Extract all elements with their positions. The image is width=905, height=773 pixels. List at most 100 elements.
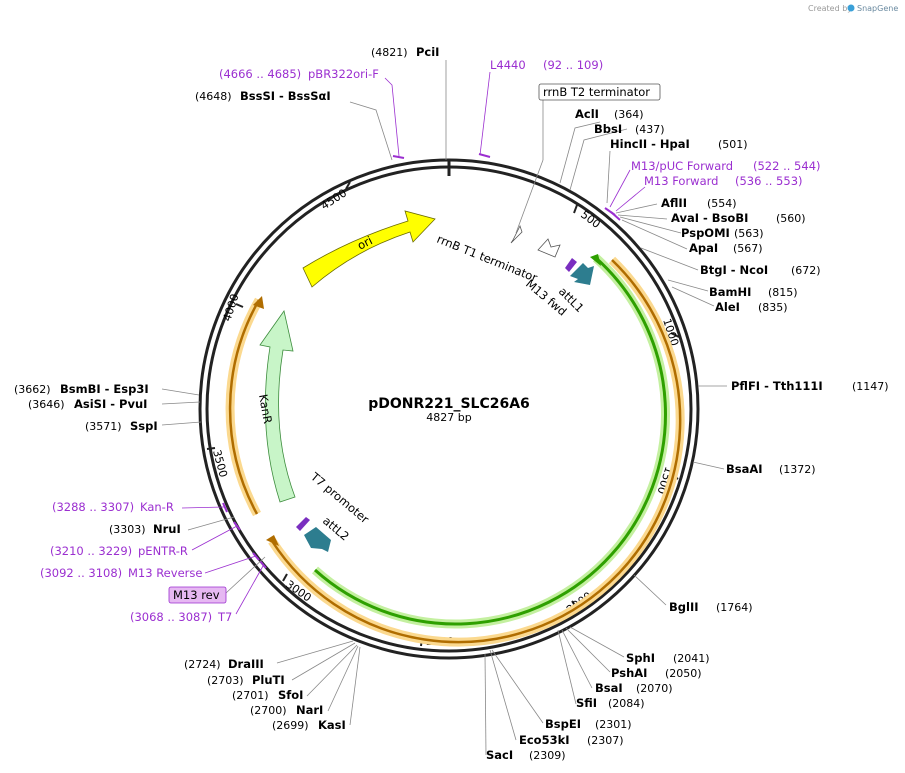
enzyme-draiii: DraIII — [228, 657, 264, 671]
rrnb-t1-feature — [537, 238, 561, 258]
enzyme-bbsi-pos: (437) — [635, 123, 665, 136]
enzyme-pluti-pos: (2703) — [207, 674, 244, 687]
tick-label-4000: 4000 — [220, 292, 241, 323]
enzyme-nari: NarI — [296, 703, 323, 717]
primer-kan-r-pos: (3288 .. 3307) — [52, 500, 134, 514]
attl1-feature — [570, 263, 594, 285]
enzyme-pluti: PluTI — [252, 673, 285, 687]
enzyme-pshai-pos: (2050) — [665, 667, 702, 680]
kanr-label: KanR — [256, 393, 275, 425]
enzyme-sphi-pos: (2041) — [673, 652, 710, 665]
left-arc-arrowhead-icon — [253, 296, 264, 309]
rrnb-t2-label: rrnB T2 terminator — [543, 85, 650, 99]
enzyme-bglii: BglII — [669, 600, 699, 614]
enzyme-saci-pos: (2309) — [529, 749, 566, 762]
primer-m13-reverse-pos: (3092 .. 3108) — [40, 566, 122, 580]
enzyme-pspomi: PspOMI — [681, 226, 730, 240]
enzyme-aflii-pos: (554) — [707, 197, 737, 210]
enzyme-bglii-pos: (1764) — [716, 601, 753, 614]
enzyme-sspi-pos: (3571) — [85, 420, 122, 433]
primer-pentr-r: pENTR-R — [138, 544, 188, 558]
enzyme-hincii: HincII - HpaI — [610, 137, 690, 151]
enzyme-pflfi: PflFI - Tth111I — [731, 379, 823, 393]
enzyme-eco53ki: Eco53kI — [519, 733, 570, 747]
enzyme-aflii: AflII — [661, 196, 687, 210]
enzyme-acli: AclI — [575, 107, 599, 121]
enzyme-bsssi: BssSI - BssSαI — [240, 89, 331, 103]
enzyme-btgi: BtgI - NcoI — [700, 263, 768, 277]
enzyme-pcii-pos: (4821) — [371, 46, 408, 59]
enzyme-bsaai-pos: (1372) — [779, 463, 816, 476]
outer-arc — [270, 259, 682, 644]
primer-m13-forward: M13 Forward — [644, 174, 718, 188]
enzyme-alei-pos: (835) — [758, 301, 788, 314]
enzyme-bamhi: BamHI — [709, 285, 751, 299]
enzyme-bsmbi: BsmBI - Esp3I — [60, 382, 149, 396]
enzyme-pflfi-pos: (1147) — [852, 380, 889, 393]
enzyme-hincii-pos: (501) — [718, 138, 748, 151]
credit-prefix: Created by — [808, 4, 852, 13]
enzyme-alei: AleI — [715, 300, 740, 314]
enzyme-sphi: SphI — [626, 651, 655, 665]
enzyme-callouts — [161, 60, 727, 756]
enzyme-bsai-pos: (2070) — [636, 682, 673, 695]
enzyme-nrui: NruI — [153, 522, 181, 536]
insert-orf — [313, 256, 667, 626]
primer-t7-pos: (3068 .. 3087) — [130, 610, 212, 624]
credit-brand: SnapGene — [857, 4, 898, 13]
kanr-feature — [259, 310, 296, 503]
ori-feature — [302, 210, 436, 288]
enzyme-btgi-pos: (672) — [791, 264, 821, 277]
enzyme-nari-pos: (2700) — [250, 704, 287, 717]
primer-callouts — [181, 71, 646, 615]
m13-rev-label: M13 rev — [173, 588, 220, 602]
m13-fwd-feature — [565, 258, 577, 272]
primer-l4440: L4440 — [490, 58, 526, 72]
left-arc — [228, 299, 261, 515]
enzyme-sfoi: SfoI — [278, 688, 303, 702]
enzyme-kasi: KasI — [318, 718, 346, 732]
enzyme-saci: SacI — [486, 748, 513, 762]
primer-marks — [222, 153, 621, 569]
enzyme-bsssi-pos: (4648) — [195, 90, 232, 103]
enzyme-bsaai: BsaAI — [726, 462, 763, 476]
insert-glow — [311, 254, 670, 629]
plasmid-length: 4827 bp — [426, 411, 471, 424]
enzyme-sspi: SspI — [130, 419, 158, 433]
tick-label-4500: 4500 — [319, 186, 350, 212]
enzyme-kasi-pos: (2699) — [272, 719, 309, 732]
rrnb-t2-label-box — [538, 83, 661, 101]
enzyme-asisi: AsiSI - PvuI — [74, 397, 147, 411]
primer-m13-reverse: M13 Reverse — [128, 566, 202, 580]
enzyme-apai-pos: (567) — [733, 242, 763, 255]
primer-pbr322ori-f-pos: (4666 .. 4685) — [219, 67, 301, 81]
enzyme-bbsi: BbsI — [594, 122, 622, 136]
enzyme-pspomi-pos: (563) — [734, 227, 764, 240]
enzyme-bamhi-pos: (815) — [768, 286, 798, 299]
enzyme-bspei: BspEI — [545, 717, 581, 731]
enzyme-bsai: BsaI — [595, 681, 623, 695]
enzyme-nrui-pos: (3303) — [109, 523, 146, 536]
enzyme-apai: ApaI — [689, 241, 718, 255]
primer-kan-r: Kan-R — [140, 500, 174, 514]
rrnb-t1-label: rrnB T1 terminator — [435, 232, 540, 285]
enzyme-avai: AvaI - BsoBI — [671, 211, 748, 225]
t7-promoter-feature — [296, 517, 310, 531]
t7-promoter-label: T7 promoter — [307, 469, 372, 526]
insert-arrowhead-icon — [590, 254, 601, 266]
enzyme-sfoi-pos: (2701) — [232, 689, 269, 702]
plasmid-name: pDONR221_SLC26A6 — [368, 396, 530, 412]
primer-m13-forward-pos: (536 .. 553) — [735, 174, 803, 188]
enzyme-acli-pos: (364) — [614, 108, 644, 121]
enzyme-bspei-pos: (2301) — [595, 718, 632, 731]
enzyme-sfii: SfiI — [576, 696, 597, 710]
primer-pbr322ori-f: pBR322ori-F — [308, 67, 379, 81]
m13-rev-label-box — [168, 586, 227, 604]
enzyme-pshai: PshAI — [611, 666, 647, 680]
primer-m13-puc-forward: M13/pUC Forward — [631, 159, 733, 173]
enzyme-draiii-pos: (2724) — [184, 658, 221, 671]
outer-arc-arrowhead-icon — [266, 535, 279, 546]
enzyme-bsmbi-pos: (3662) — [14, 383, 51, 396]
enzyme-avai-pos: (560) — [776, 212, 806, 225]
